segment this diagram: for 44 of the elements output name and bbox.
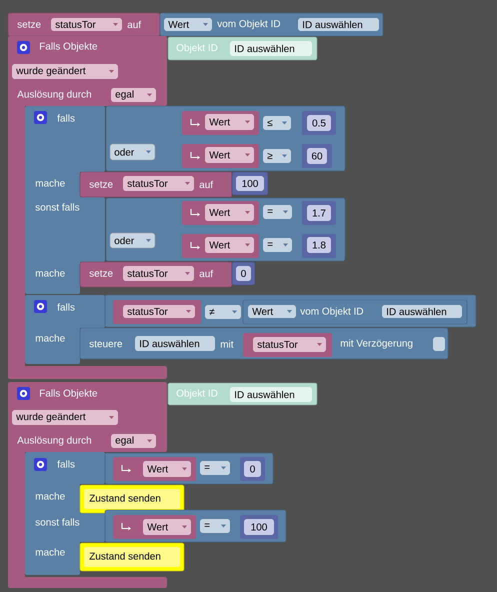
- dropdown-field: Wert: [205, 147, 254, 163]
- dropdown-field: Wert: [143, 519, 191, 535]
- dropdown-field: ≤: [263, 116, 291, 130]
- number-field: 1.7: [307, 205, 331, 221]
- number-field: 100: [236, 176, 264, 191]
- node-label: Falls Objekte: [40, 42, 98, 52]
- dropdown-field: Wert: [205, 237, 254, 253]
- number-field: 100: [244, 519, 274, 535]
- dropdown-field: wurde geändert: [12, 64, 118, 79]
- dropdown-field: statusTor: [51, 18, 122, 31]
- text-field: ID auswählen: [230, 41, 312, 56]
- text-field: ID auswählen: [382, 305, 462, 318]
- function-call-block: Zustand senden: [80, 484, 184, 514]
- dropdown-field: wurde geändert: [12, 410, 118, 425]
- dropdown-field: =: [263, 238, 292, 252]
- dropdown-field: oder: [110, 144, 156, 160]
- function-call-block: Zustand senden: [80, 542, 184, 572]
- text-field: ID auswählen: [230, 387, 312, 402]
- dropdown-field: oder: [110, 232, 156, 248]
- number-field: 0: [244, 461, 261, 477]
- dropdown-field: =: [263, 205, 292, 219]
- dropdown-field: egal: [111, 88, 156, 102]
- dropdown-field: statusTor: [123, 305, 195, 318]
- dropdown-field: Wert: [248, 305, 296, 318]
- dropdown-field: statusTor: [123, 266, 194, 281]
- dropdown-field: =: [200, 519, 230, 533]
- dropdown-field: statusTor: [253, 337, 326, 352]
- dropdown-field: Wert: [205, 114, 254, 130]
- node-label: Auslösung durch: [17, 436, 92, 446]
- dropdown-field: ≥: [263, 149, 291, 163]
- dropdown-field: =: [200, 461, 230, 475]
- node-label: Auslösung durch: [17, 90, 92, 100]
- dropdown-field: egal: [111, 434, 156, 448]
- text-field: ID auswählen: [135, 336, 215, 351]
- node-label: Falls Objekte: [40, 389, 98, 399]
- dropdown-field: Wert: [205, 204, 254, 221]
- dropdown-field: Wert: [164, 18, 212, 31]
- number-field: 60: [307, 148, 327, 164]
- dropdown-field: Wert: [143, 461, 191, 477]
- dropdown-field: ≠: [205, 305, 241, 319]
- dropdown-field: statusTor: [123, 176, 194, 191]
- number-field: 1.8: [307, 237, 331, 253]
- text-field: ID auswählen: [298, 18, 379, 31]
- number-field: 0.5: [307, 115, 331, 131]
